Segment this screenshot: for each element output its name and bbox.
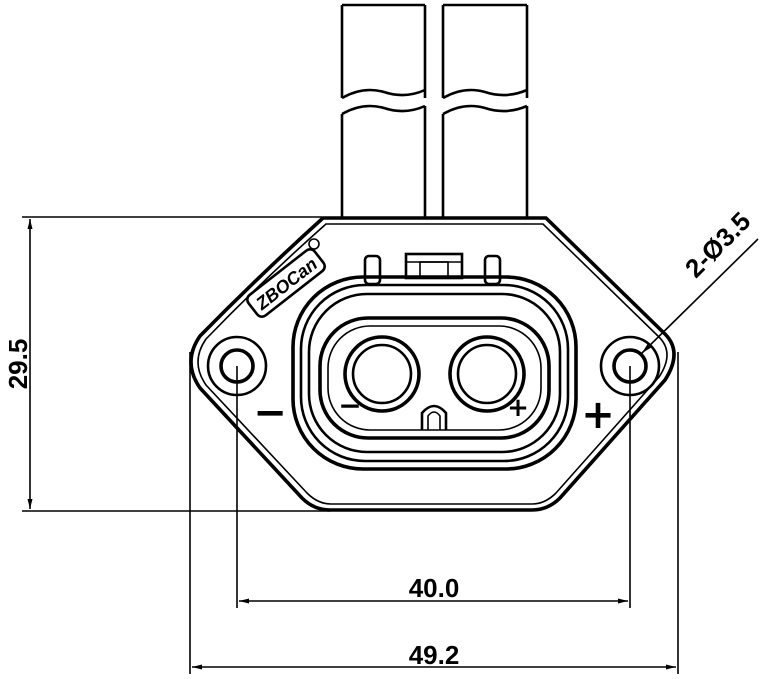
dimension-overall-width-label: 49.2 xyxy=(409,640,460,670)
connector-housing xyxy=(291,275,578,471)
dimension-hole-pitch xyxy=(236,366,631,608)
polarity-positive-inner: + xyxy=(507,393,529,423)
contact-positive xyxy=(448,335,526,413)
dimension-height-label: 29.5 xyxy=(3,339,33,390)
polarity-negative-inner: − xyxy=(338,389,361,422)
keying-notch xyxy=(420,404,448,430)
hole-callout-label: 2-Ø3.5 xyxy=(679,206,756,283)
polarity-negative-outer: − xyxy=(253,390,287,436)
flange-outline xyxy=(189,216,676,512)
hole-callout-leader xyxy=(641,238,759,354)
cable-left xyxy=(340,3,427,218)
latch-tabs xyxy=(363,252,502,286)
contact-negative xyxy=(343,335,421,413)
dimension-height xyxy=(22,216,330,512)
cable-right xyxy=(441,3,529,218)
registered-mark-icon xyxy=(308,238,320,250)
dimension-hole-pitch-label: 40.0 xyxy=(409,573,460,603)
dimension-overall-width xyxy=(189,352,679,674)
polarity-positive-outer: + xyxy=(581,392,615,438)
